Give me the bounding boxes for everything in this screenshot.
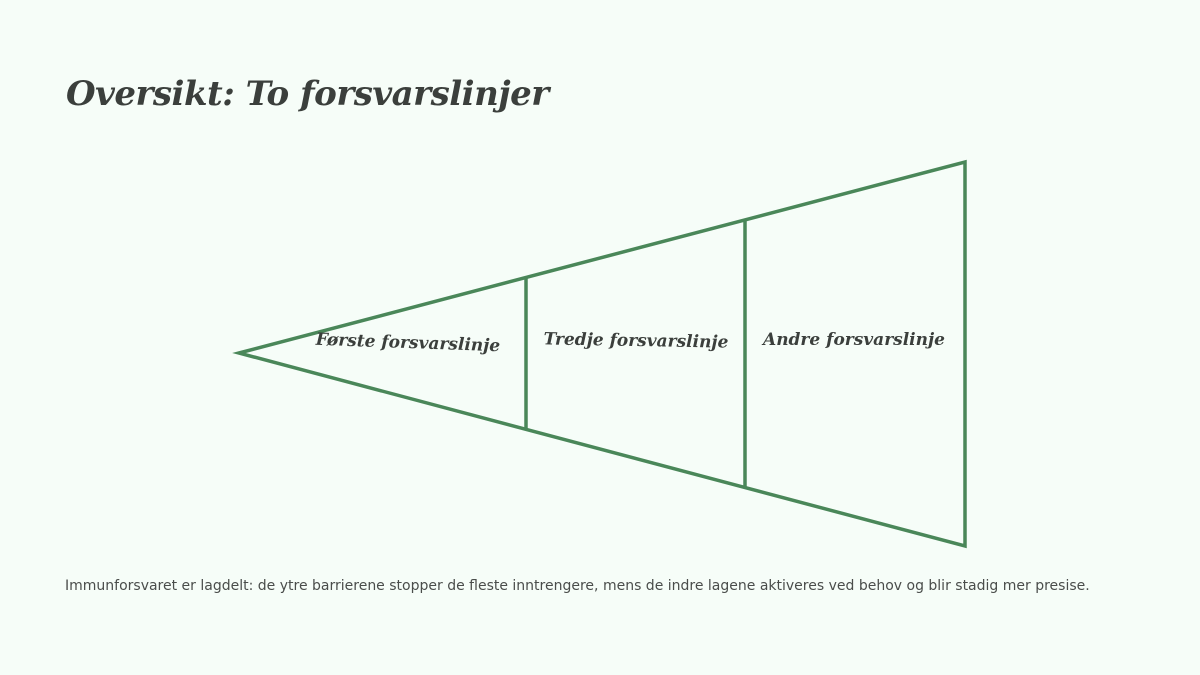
segment-label-forste: Første forsvarslinje	[314, 330, 500, 356]
slide-title: Oversikt: To forsvarslinjer	[66, 74, 549, 114]
segment-label-tredje: Tredje forsvarslinje	[543, 329, 728, 352]
funnel-outline	[232, 159, 967, 549]
caption-text: Immunforsvaret er lagdelt: de ytre barri…	[65, 578, 1090, 594]
segment-label-andre: Andre forsvarslinje	[761, 330, 945, 350]
